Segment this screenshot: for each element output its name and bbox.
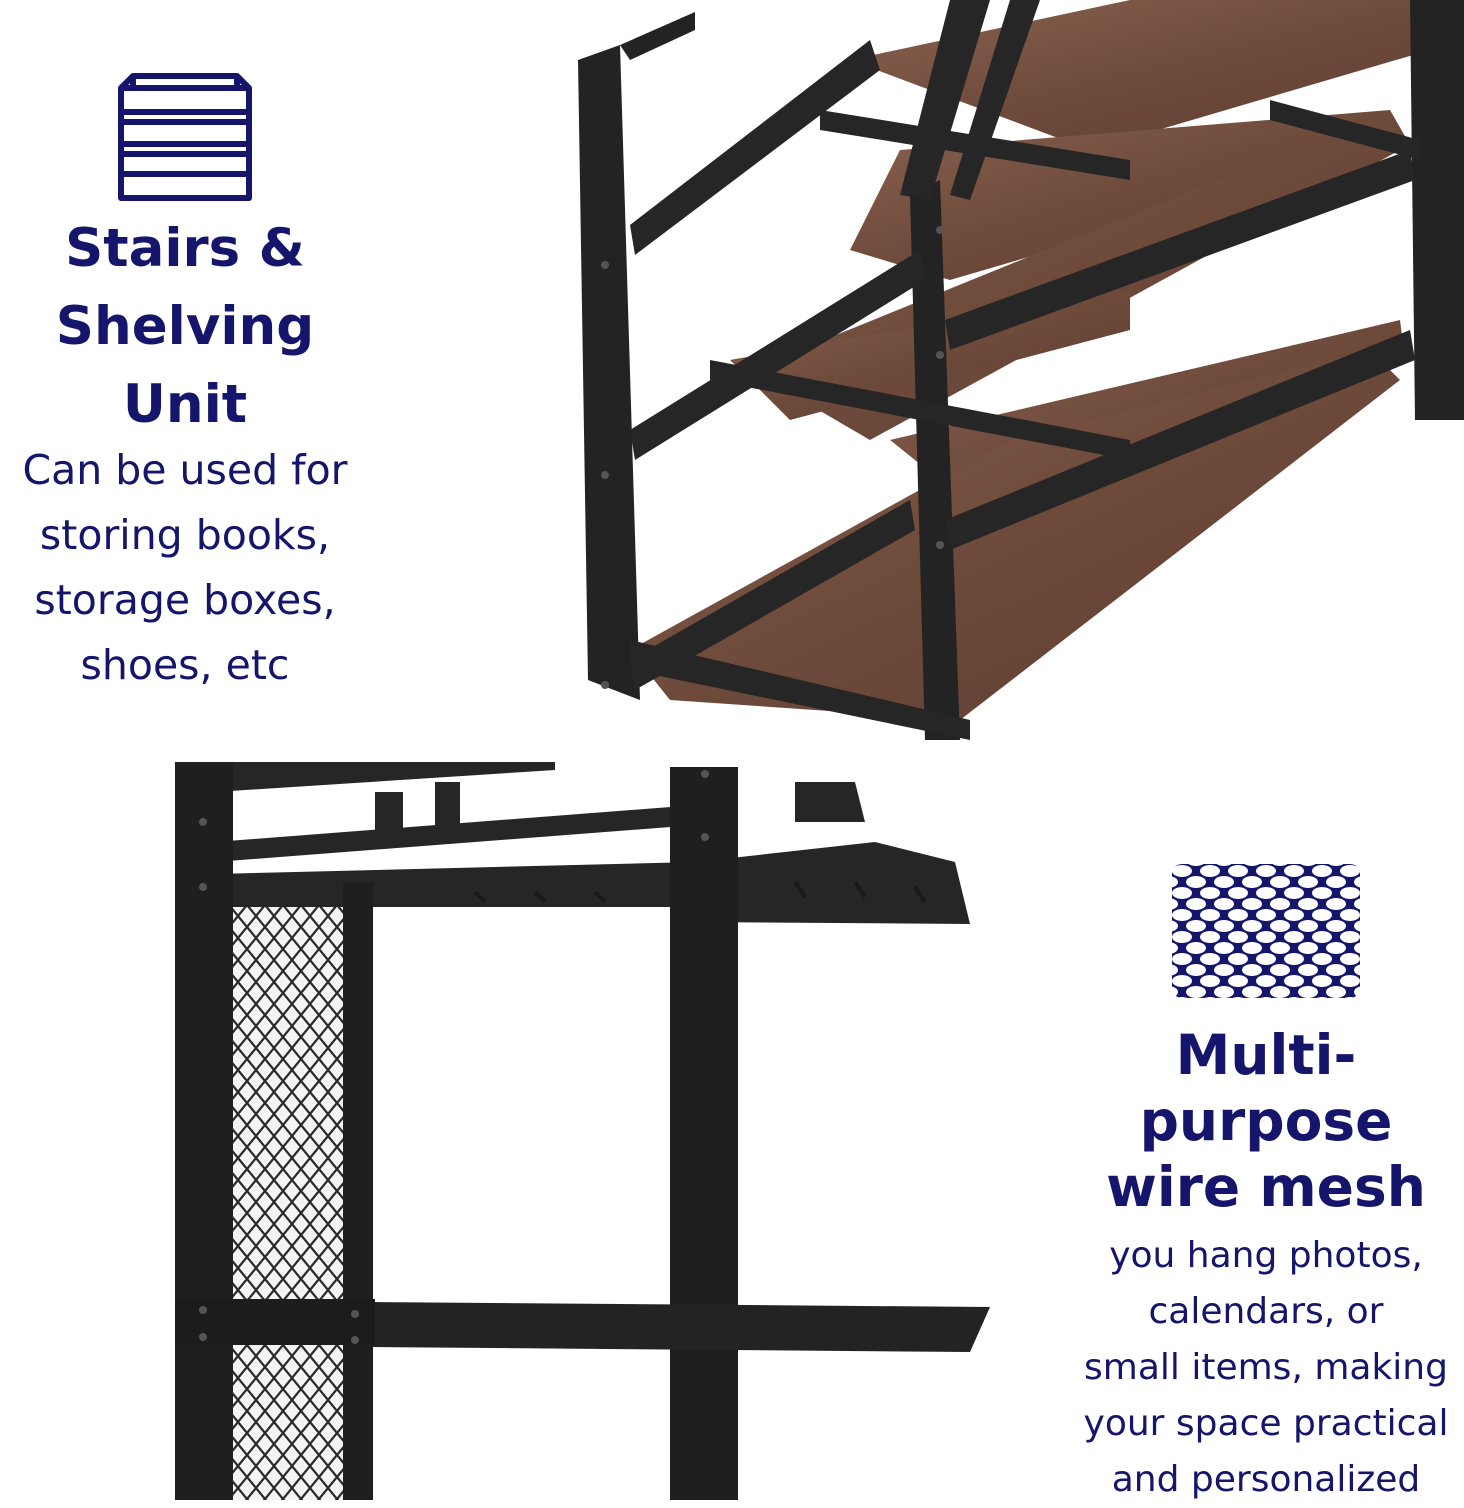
description-line: shoes, etc xyxy=(80,641,290,689)
shelf-stack-icon xyxy=(118,73,252,201)
description-line: calendars, or xyxy=(1148,1291,1384,1332)
mesh-description: you hang photos, calendars, or small ite… xyxy=(1068,1228,1464,1508)
description-line: you hang photos, xyxy=(1109,1235,1423,1276)
description-line: small items, making xyxy=(1084,1347,1448,1388)
heading-line: Shelving Unit xyxy=(55,296,315,435)
description-line: storage boxes, xyxy=(34,576,336,624)
heading-line: Stairs & xyxy=(65,218,305,279)
wire-mesh-icon xyxy=(1172,864,1360,998)
mesh-heading: Multi-purpose wire mesh xyxy=(1068,1022,1464,1220)
description-line: storing books, xyxy=(39,511,331,559)
stairs-description: Can be used for storing books, storage b… xyxy=(0,438,370,698)
description-line: and personalized xyxy=(1111,1459,1421,1500)
wire-mesh-photo xyxy=(175,762,990,1500)
heading-line: wire mesh xyxy=(1106,1155,1426,1219)
feature-stairs-shelving: Stairs & Shelving Unit Can be used for s… xyxy=(0,60,370,698)
feature-wire-mesh: Multi-purpose wire mesh you hang photos,… xyxy=(1068,860,1464,1508)
heading-line: Multi-purpose xyxy=(1139,1023,1393,1153)
stairs-shelving-photo xyxy=(578,0,1464,740)
description-line: your space practical xyxy=(1083,1403,1449,1444)
description-line: Can be used for xyxy=(22,446,348,494)
stairs-heading: Stairs & Shelving Unit xyxy=(0,210,370,444)
